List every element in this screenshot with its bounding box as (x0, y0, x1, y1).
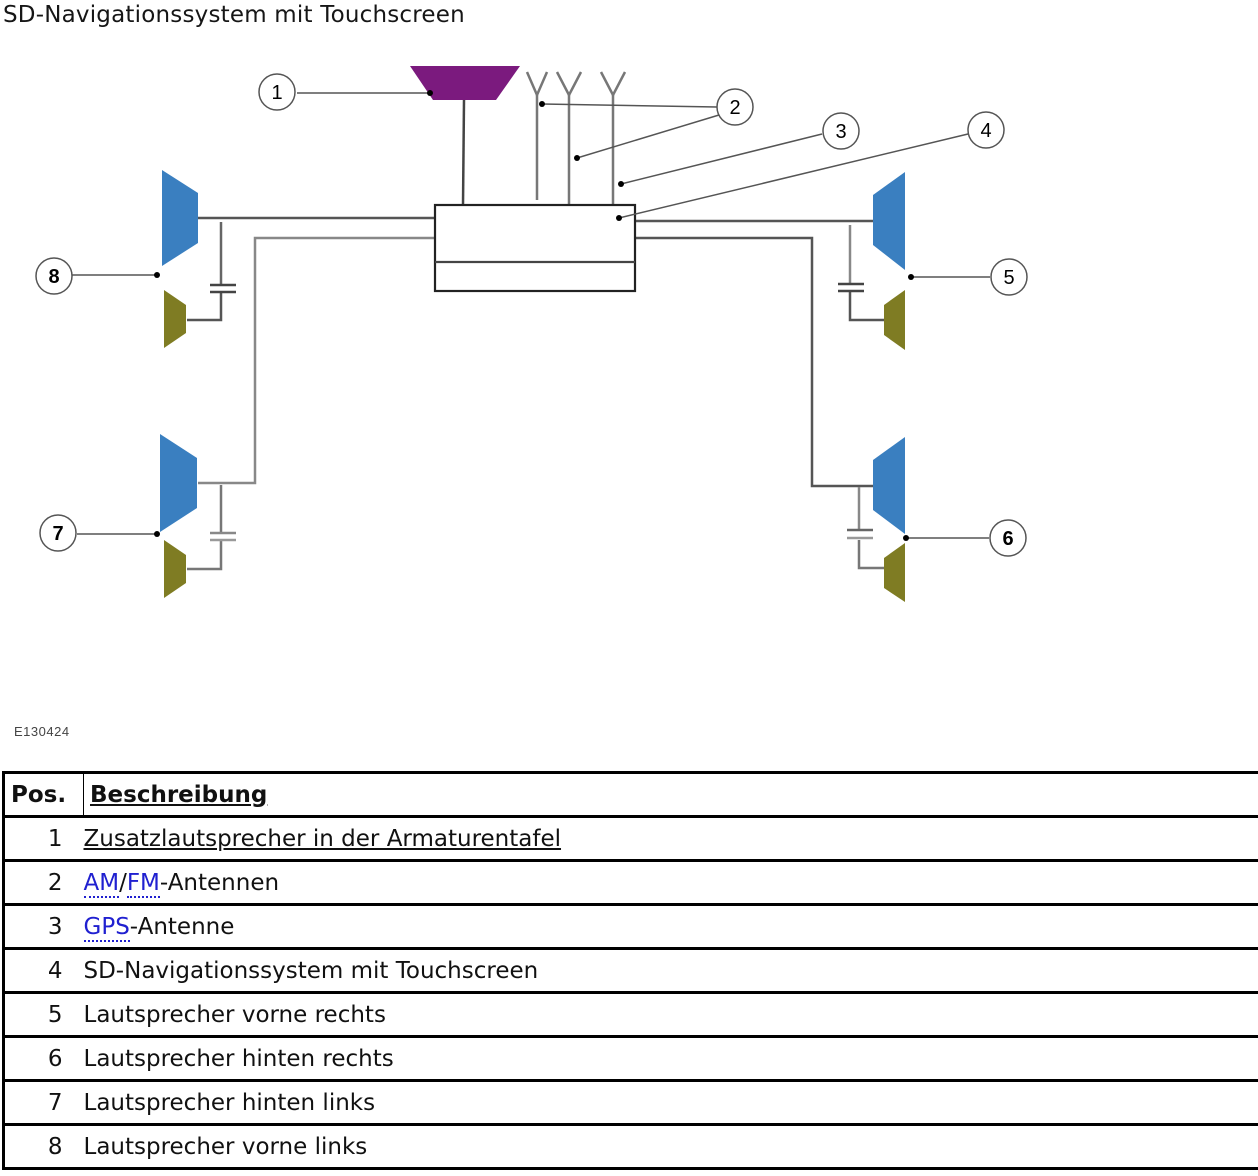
header-description-link[interactable]: Beschreibung (90, 781, 268, 808)
description-text: -Antennen (159, 869, 280, 896)
instrument-panel-speaker-icon (410, 66, 520, 100)
svg-text:2: 2 (729, 97, 740, 119)
wire-rear-right (635, 236, 873, 488)
legend-pos: 6 (2, 1035, 84, 1082)
description-text: Lautsprecher vorne rechts (83, 1001, 386, 1028)
legend-pos: 5 (2, 991, 84, 1038)
description-text: / (119, 869, 127, 896)
figure-id: E130424 (14, 724, 70, 739)
antenna-am-fm-2 (555, 71, 583, 98)
wiring-diagram: 1 2 3 4 5 6 7 8 (35, 66, 1028, 602)
legend-pos: 8 (2, 1123, 84, 1170)
callout-2: 2 (716, 88, 754, 126)
capacitor-symbols (210, 282, 873, 542)
callout-7: 7 (39, 514, 77, 552)
legend-description: Lautsprecher hinten links (83, 1079, 1258, 1126)
leader-lines (72, 92, 990, 539)
legend-pos: 3 (2, 903, 84, 950)
header-pos: Pos. (2, 771, 84, 818)
antenna-am-fm-1 (525, 71, 549, 99)
abbreviation-tooltip[interactable]: GPS (83, 913, 130, 942)
tweeter-front-right-icon (884, 290, 905, 350)
description-text: Lautsprecher hinten links (83, 1089, 376, 1116)
legend-description: AM/FM-Antennen (83, 859, 1258, 906)
legend-description: SD-Navigationssystem mit Touchscreen (83, 947, 1258, 994)
legend-description: Lautsprecher hinten rechts (83, 1035, 1258, 1082)
tweeter-rear-left-icon (164, 540, 186, 598)
speaker-rear-right-icon (873, 437, 905, 534)
svg-text:6: 6 (1002, 528, 1013, 550)
crossover-rear-right-b (857, 540, 884, 570)
callout-1: 1 (258, 73, 296, 111)
abbreviation-tooltip[interactable]: FM (126, 869, 160, 898)
legend-pos: 4 (2, 947, 84, 994)
legend-header-row: Pos. Beschreibung (2, 771, 1258, 818)
description-text: -Antenne (129, 913, 235, 940)
legend-description: Lautsprecher vorne links (83, 1123, 1258, 1170)
wire-rear-left (198, 236, 435, 485)
callout-4: 4 (967, 111, 1005, 149)
svg-text:5: 5 (1003, 267, 1014, 289)
description-text: SD-Navigationssystem mit Touchscreen (83, 957, 539, 984)
crossover-rear-left-b (187, 540, 223, 571)
tweeter-rear-right-icon (884, 543, 905, 602)
legend-description: GPS-Antenne (83, 903, 1258, 950)
description-text: Lautsprecher vorne links (83, 1133, 368, 1160)
legend-pos: 1 (2, 815, 84, 862)
svg-text:7: 7 (52, 523, 63, 545)
svg-text:4: 4 (980, 120, 991, 142)
legend-pos: 7 (2, 1079, 84, 1126)
crossover-front-right-b (848, 292, 884, 322)
svg-text:3: 3 (835, 121, 846, 143)
legend-description: Zusatzlautsprecher in der Armaturentafel (83, 815, 1258, 862)
crossover-front-left-b (187, 292, 223, 322)
tweeter-front-left-icon (164, 290, 186, 348)
description-text: Lautsprecher hinten rechts (83, 1045, 394, 1072)
svg-text:1: 1 (271, 82, 282, 104)
page-title: SD-Navigationssystem mit Touchscreen (3, 2, 465, 28)
callout-6: 6 (989, 519, 1027, 557)
callout-3: 3 (822, 112, 860, 150)
antenna-gps (599, 71, 627, 98)
svg-text:8: 8 (48, 266, 59, 288)
speaker-front-left-icon (162, 170, 198, 266)
callout-5: 5 (990, 258, 1028, 296)
legend-pos: 2 (2, 859, 84, 906)
header-description[interactable]: Beschreibung (83, 771, 1258, 818)
wire-ip-speaker (461, 99, 466, 206)
speaker-rear-left-icon (160, 434, 197, 532)
description-link[interactable]: Zusatzlautsprecher in der Armaturentafel (83, 825, 562, 852)
abbreviation-tooltip[interactable]: AM (83, 869, 120, 898)
leader-dots (154, 90, 914, 541)
speaker-front-right-icon (873, 172, 905, 270)
callout-8: 8 (35, 257, 73, 295)
navigation-head-unit (433, 203, 637, 293)
legend-description: Lautsprecher vorne rechts (83, 991, 1258, 1038)
wires (187, 71, 884, 571)
